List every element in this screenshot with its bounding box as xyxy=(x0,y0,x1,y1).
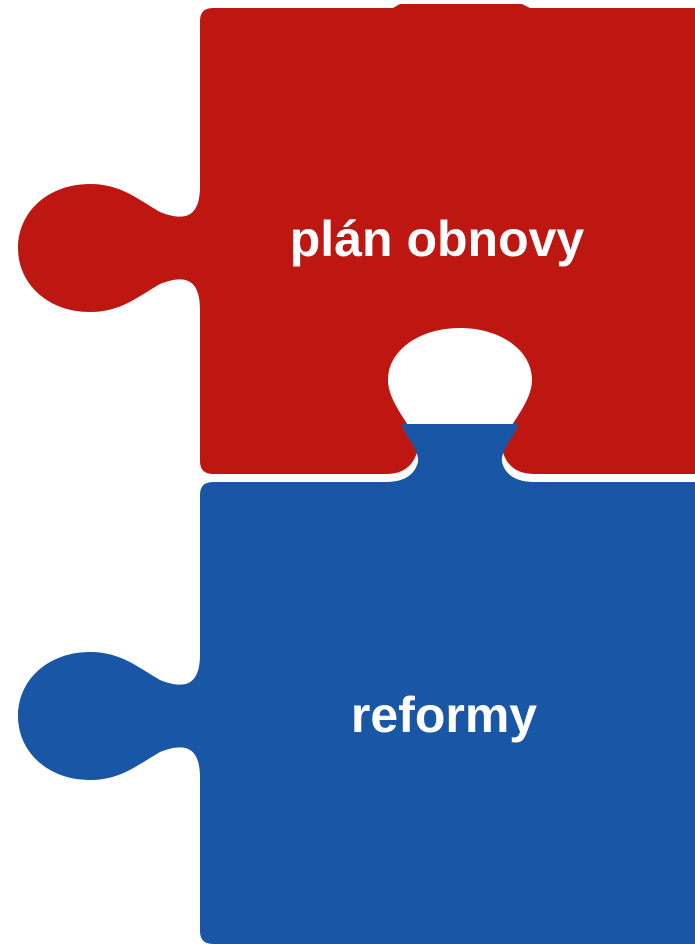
puzzle-piece-bottom-label: reformy xyxy=(351,687,537,743)
puzzle-piece-top: plán obnovy xyxy=(18,4,695,474)
puzzle-piece-bottom-shape xyxy=(18,424,695,944)
puzzle-piece-bottom: reformy xyxy=(18,424,695,944)
puzzle-piece-top-shape xyxy=(18,4,695,474)
puzzle-piece-top-label: plán obnovy xyxy=(290,211,585,267)
